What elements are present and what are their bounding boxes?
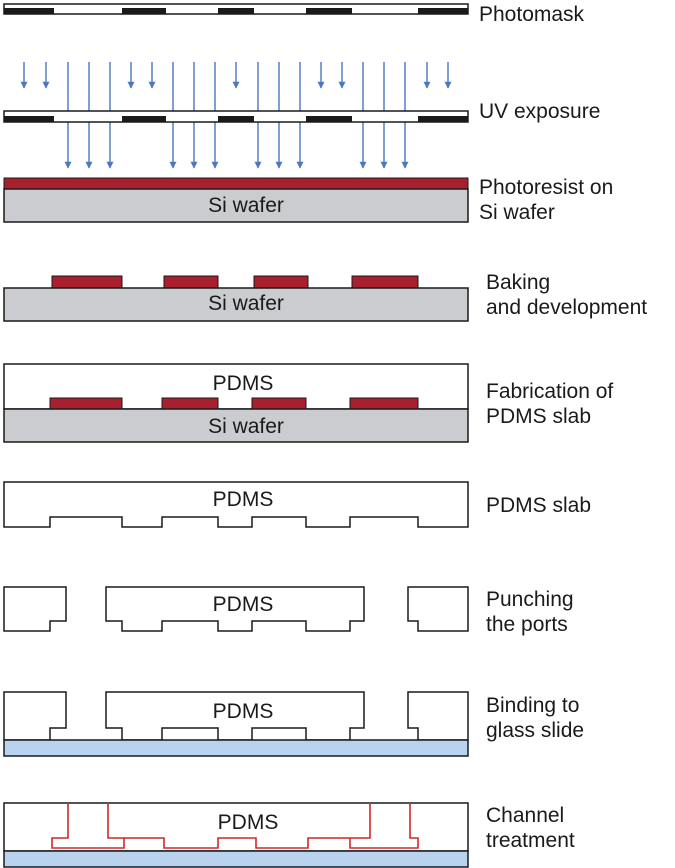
step-label-channel: Channel treatment (486, 804, 575, 852)
channel-treatment-layer (51, 803, 419, 849)
step-label-pdms-slab: PDMS slab (486, 494, 592, 517)
resist-feature (351, 275, 419, 289)
step-label-punching: Punching the ports (486, 588, 574, 636)
step-label-photomask: Photomask (479, 3, 585, 26)
punching-stage: PDMS (3, 586, 469, 632)
resist-feature (251, 397, 307, 410)
pdms-slab-stage: PDMS (3, 481, 469, 528)
resist-feature (51, 275, 123, 289)
baking-stage: Si wafer (3, 275, 469, 322)
resist-feature (349, 397, 419, 410)
si-wafer-label: Si wafer (208, 194, 284, 217)
step-label-uv-exposure: UV exposure (479, 100, 601, 123)
mask-block (4, 116, 54, 122)
channel-stage: PDMS (3, 802, 469, 868)
mask-block (218, 8, 254, 14)
uv-exposure-stage (3, 62, 469, 169)
si-wafer-label: Si wafer (208, 415, 284, 438)
photomask-stage (3, 3, 469, 15)
fabrication-stage: PDMS Si wafer (3, 363, 469, 443)
step-label-photoresist: Photoresist on Si wafer (479, 176, 614, 224)
glass-slide (3, 850, 469, 868)
mask-block (418, 116, 468, 122)
si-wafer-label: Si wafer (208, 292, 284, 315)
pdms-right-piece (407, 586, 469, 632)
mask-block (306, 116, 352, 122)
si-wafer (3, 287, 469, 322)
binding-stage: PDMS (3, 691, 469, 757)
step-label-baking: Baking and development (486, 271, 648, 319)
resist-feature (163, 275, 219, 289)
pdms-label: PDMS (213, 700, 274, 723)
si-wafer (3, 408, 469, 443)
pdms-center-piece (105, 586, 365, 632)
mask-block (4, 8, 54, 14)
channel-treatment-layer (350, 803, 371, 839)
step-label-fabrication: Fabrication of PDMS slab (486, 380, 614, 428)
pdms-left-piece (3, 691, 67, 741)
pdms-label: PDMS (213, 488, 274, 511)
mask-block (122, 116, 166, 122)
mask-block (122, 8, 166, 14)
step-label-binding: Binding to glass slide (486, 694, 585, 742)
pdms-left-piece (3, 586, 67, 632)
pdms-label: PDMS (213, 372, 274, 395)
mask-block (418, 8, 468, 14)
mask-block (218, 116, 254, 122)
pdms-label: PDMS (218, 811, 279, 834)
pdms-slab (3, 481, 469, 528)
photoresist-layer (3, 177, 469, 190)
resist-feature (253, 275, 309, 289)
photoresist-stage: Si wafer (3, 177, 469, 223)
resist-feature (161, 397, 219, 410)
channel-treatment-layer (107, 803, 124, 839)
pdms-right-piece (407, 691, 469, 741)
mask-block (306, 8, 352, 14)
resist-feature (49, 397, 123, 410)
si-wafer (3, 188, 469, 223)
glass-slide (3, 739, 469, 757)
pdms-label: PDMS (213, 593, 274, 616)
